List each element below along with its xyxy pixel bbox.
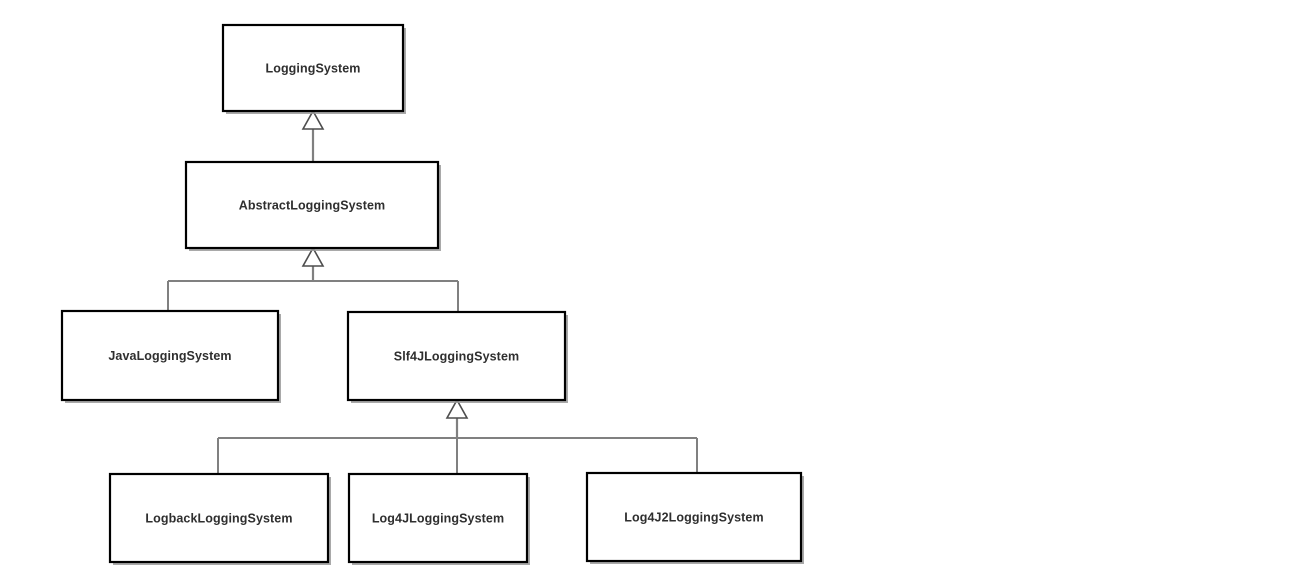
class-box-label: JavaLoggingSystem <box>108 349 231 363</box>
generalization-edge <box>301 109 325 162</box>
class-box-label: Slf4JLoggingSystem <box>394 349 519 363</box>
class-box-log4j-logging-system[interactable]: Log4JLoggingSystem <box>347 472 530 565</box>
inheritance-arrow-icon <box>301 246 325 267</box>
class-box-label: Log4J2LoggingSystem <box>624 510 763 524</box>
class-box-outline[interactable] <box>184 160 440 250</box>
class-box-logback-logging-system[interactable]: LogbackLoggingSystem <box>108 472 331 565</box>
class-box-outline[interactable] <box>221 23 405 113</box>
class-box-outline[interactable] <box>108 472 330 564</box>
class-box-label: LoggingSystem <box>265 61 360 75</box>
class-boxes-layer: LoggingSystemAbstractLoggingSystemJavaLo… <box>60 23 804 565</box>
class-box-outline[interactable] <box>346 310 567 402</box>
class-box-outline[interactable] <box>347 472 529 564</box>
class-box-java-logging-system[interactable]: JavaLoggingSystem <box>60 309 281 403</box>
class-box-logging-system[interactable]: LoggingSystem <box>221 23 406 114</box>
class-box-abstract-logging-system[interactable]: AbstractLoggingSystem <box>184 160 441 251</box>
generalization-edge <box>217 398 698 474</box>
class-box-log4j2-logging-system[interactable]: Log4J2LoggingSystem <box>585 471 804 564</box>
class-box-label: Log4JLoggingSystem <box>372 511 504 525</box>
inheritance-arrow-icon <box>301 109 325 130</box>
inheritance-arrow-icon <box>445 398 469 419</box>
class-box-slf4j-logging-system[interactable]: Slf4JLoggingSystem <box>346 310 568 403</box>
class-box-outline[interactable] <box>585 471 803 563</box>
class-box-outline[interactable] <box>60 309 280 402</box>
class-box-label: AbstractLoggingSystem <box>239 198 386 212</box>
class-box-label: LogbackLoggingSystem <box>145 511 292 525</box>
generalization-edges-layer <box>167 109 698 474</box>
generalization-edge <box>167 246 459 312</box>
